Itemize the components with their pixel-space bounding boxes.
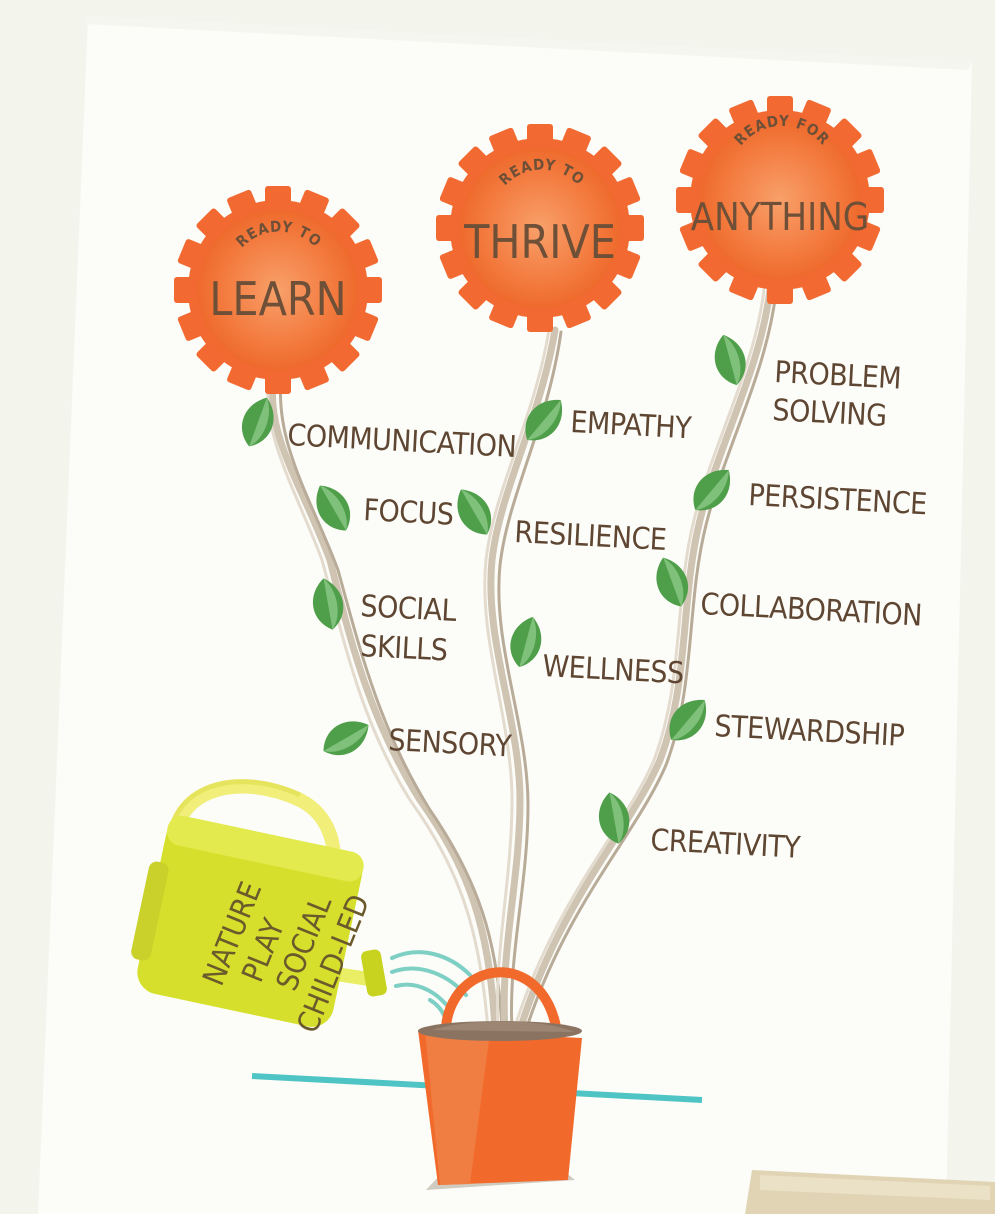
flower-learn-main: LEARN — [209, 272, 346, 326]
gear-flower-learn: READY TO LEARN — [174, 186, 382, 394]
gear-flower-thrive: READY TO THRIVE — [436, 124, 644, 332]
leaf-icon — [457, 489, 492, 535]
leaf-icon — [323, 721, 369, 756]
stems — [266, 286, 778, 1034]
skill-problem: PROBLEM — [774, 355, 902, 397]
leaf-icon — [656, 557, 689, 607]
skill-sensory: SENSORY — [388, 723, 513, 764]
flower-anything-main: ANYTHING — [691, 195, 870, 239]
leaf-icon — [510, 616, 542, 668]
gear-flower-anything: READY FOR ANYTHING — [676, 96, 884, 304]
leaf-icon — [598, 792, 630, 844]
bucket-icon — [418, 967, 582, 1190]
gear-flower-icon — [676, 96, 884, 304]
skill-empathy: EMPATHY — [570, 405, 693, 446]
leaf-icon — [714, 334, 746, 386]
leaves — [241, 334, 746, 844]
leaf-icon — [525, 400, 562, 441]
leaf-icon — [693, 470, 730, 511]
skill-creativity: CREATIVITY — [650, 823, 802, 866]
skill-wellness: WELLNESS — [542, 649, 685, 691]
skill-resilience: RESILIENCE — [514, 515, 668, 558]
skill-social: SOCIAL — [360, 589, 458, 629]
skill-focus: FOCUS — [363, 493, 455, 533]
leaf-icon — [312, 578, 344, 630]
leaf-icon — [316, 485, 351, 531]
skill-skills: SKILLS — [360, 629, 449, 669]
leaf-icon — [669, 700, 706, 741]
watering-can-icon: NATURE PLAY SOCIAL CHILD-LED — [131, 779, 387, 1038]
gear-flower-icon — [436, 124, 644, 332]
leaf-icon — [241, 397, 274, 447]
flower-thrive-main: THRIVE — [463, 215, 616, 269]
gear-flower-icon — [174, 186, 382, 394]
skill-solving: SOLVING — [772, 393, 888, 434]
